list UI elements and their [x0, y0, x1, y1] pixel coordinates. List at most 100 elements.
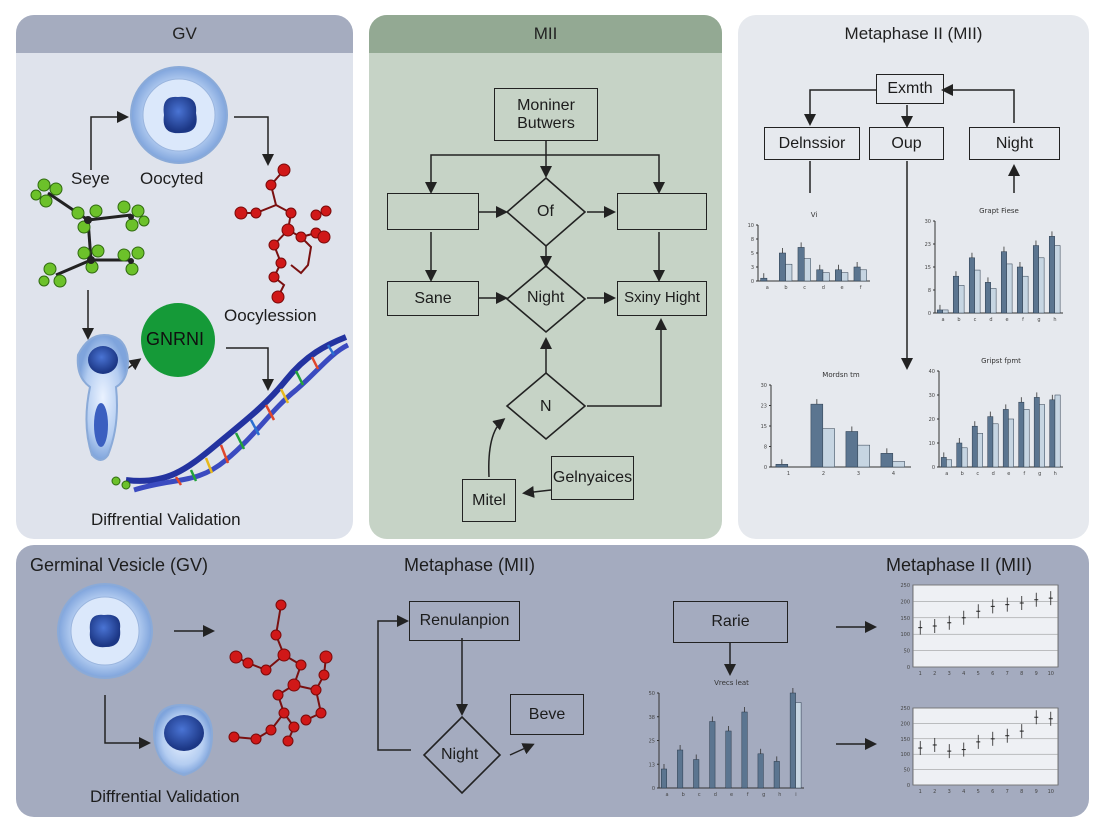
- x-tick-label: a: [941, 317, 944, 323]
- gnrni-label: GNRNI: [146, 329, 204, 349]
- sxiny-hight-box: Sxiny Hight: [617, 281, 707, 316]
- gv-panel: GV: [16, 15, 353, 539]
- x-tick-label: a: [945, 471, 948, 477]
- x-tick-label: 9: [1035, 789, 1038, 795]
- x-tick-label: f: [747, 792, 749, 798]
- of-label: Of: [537, 203, 554, 220]
- bar: [1054, 245, 1061, 314]
- bar: [977, 433, 983, 468]
- bottom-footer: Diffrential Validation: [90, 787, 240, 806]
- x-tick-label: a: [666, 792, 669, 798]
- x-tick-label: f: [1022, 317, 1024, 323]
- y-tick-label: 150: [900, 616, 910, 622]
- gv-footer: Diffrential Validation: [91, 510, 241, 529]
- bottom-panel: Germinal Vesicle (GV) Metaphase (MII) Me…: [16, 545, 1089, 817]
- y-tick-label: 20: [929, 417, 935, 423]
- y-tick-label: 13: [649, 762, 655, 768]
- seye-label: Seye: [71, 169, 110, 188]
- bar: [971, 425, 978, 468]
- y-tick-label: 8: [928, 288, 931, 294]
- bar: [958, 285, 965, 314]
- dividing-cell-icon: [152, 703, 214, 777]
- x-tick-label: 3: [948, 671, 951, 677]
- x-tick-label: a: [766, 285, 769, 291]
- bar: [757, 753, 764, 789]
- bar: [857, 444, 870, 468]
- x-tick-label: 7: [1006, 671, 1009, 677]
- y-tick-label: 10: [929, 441, 935, 447]
- moniner-butwers-box: Moniner Butwers: [494, 88, 598, 141]
- green-molecule-icon: [30, 178, 150, 288]
- oocylession-label: Oocylession: [224, 306, 317, 325]
- y-tick-label: 15: [761, 424, 767, 430]
- y-tick-label: 30: [929, 393, 935, 399]
- bar: [1048, 236, 1055, 314]
- oup-box: Oup: [869, 127, 944, 160]
- x-tick-label: 3: [857, 471, 860, 477]
- y-tick-label: 8: [751, 237, 754, 243]
- metaphase-connectors: [804, 84, 1020, 370]
- x-tick-label: c: [698, 792, 701, 798]
- bar: [725, 730, 732, 789]
- diamond-night-shape: [505, 264, 587, 334]
- x-tick-label: g: [1037, 317, 1040, 323]
- bottom-panel-art: [57, 583, 877, 795]
- bar: [810, 403, 824, 468]
- n-label: N: [540, 398, 552, 415]
- bar: [760, 277, 768, 282]
- y-tick-label: 15: [925, 265, 931, 271]
- y-tick-label: 50: [904, 649, 910, 655]
- metaphase-panel-header: Metaphase II (MII): [738, 15, 1089, 53]
- exmth-box: Exmth: [876, 74, 944, 104]
- x-tick-label: c: [976, 471, 979, 477]
- bar: [880, 453, 894, 468]
- y-tick-label: 150: [900, 737, 910, 743]
- x-tick-label: h: [778, 792, 781, 798]
- x-tick-label: d: [822, 285, 825, 291]
- x-tick-label: b: [961, 471, 964, 477]
- bar: [990, 288, 997, 314]
- red-molecule-icon: [228, 599, 333, 747]
- bar: [940, 457, 947, 468]
- chart-title: Mordsn tm: [822, 371, 860, 379]
- x-tick-label: 1: [787, 471, 790, 477]
- bar: [804, 258, 811, 282]
- bar: [1022, 275, 1029, 314]
- chart-title: Grapt Fiese: [979, 207, 1019, 215]
- x-tick-label: 6: [991, 789, 994, 795]
- bar: [1039, 404, 1045, 468]
- x-tick-label: c: [974, 317, 977, 323]
- y-tick-label: 0: [907, 783, 910, 789]
- chart-title: Vrecs leat: [714, 679, 749, 687]
- gv-panel-art: [30, 66, 350, 493]
- y-tick-label: 0: [932, 465, 935, 471]
- y-tick-label: 0: [751, 279, 754, 285]
- bar: [785, 263, 793, 282]
- mii-flowchart-connectors: [425, 141, 667, 498]
- bar: [779, 252, 786, 282]
- x-tick-label: 4: [892, 471, 895, 477]
- x-tick-label: 6: [991, 671, 994, 677]
- x-tick-label: d: [992, 471, 995, 477]
- x-tick-label: 9: [1035, 671, 1038, 677]
- mii-panel-title: MII: [533, 24, 558, 43]
- diamond-night-shape: [422, 715, 502, 795]
- bar: [775, 464, 789, 468]
- bar: [968, 257, 975, 314]
- plot-area: [912, 584, 1059, 668]
- y-tick-label: 200: [900, 721, 910, 727]
- x-tick-label: 8: [1020, 671, 1023, 677]
- bar: [860, 269, 867, 282]
- y-tick-label: 3: [751, 265, 754, 271]
- y-tick-label: 100: [900, 752, 910, 758]
- x-tick-label: f: [860, 285, 862, 291]
- bottom-meta-title: Metaphase (MII): [404, 555, 536, 575]
- bar: [984, 282, 991, 314]
- rarie-box: Rarie: [673, 601, 788, 643]
